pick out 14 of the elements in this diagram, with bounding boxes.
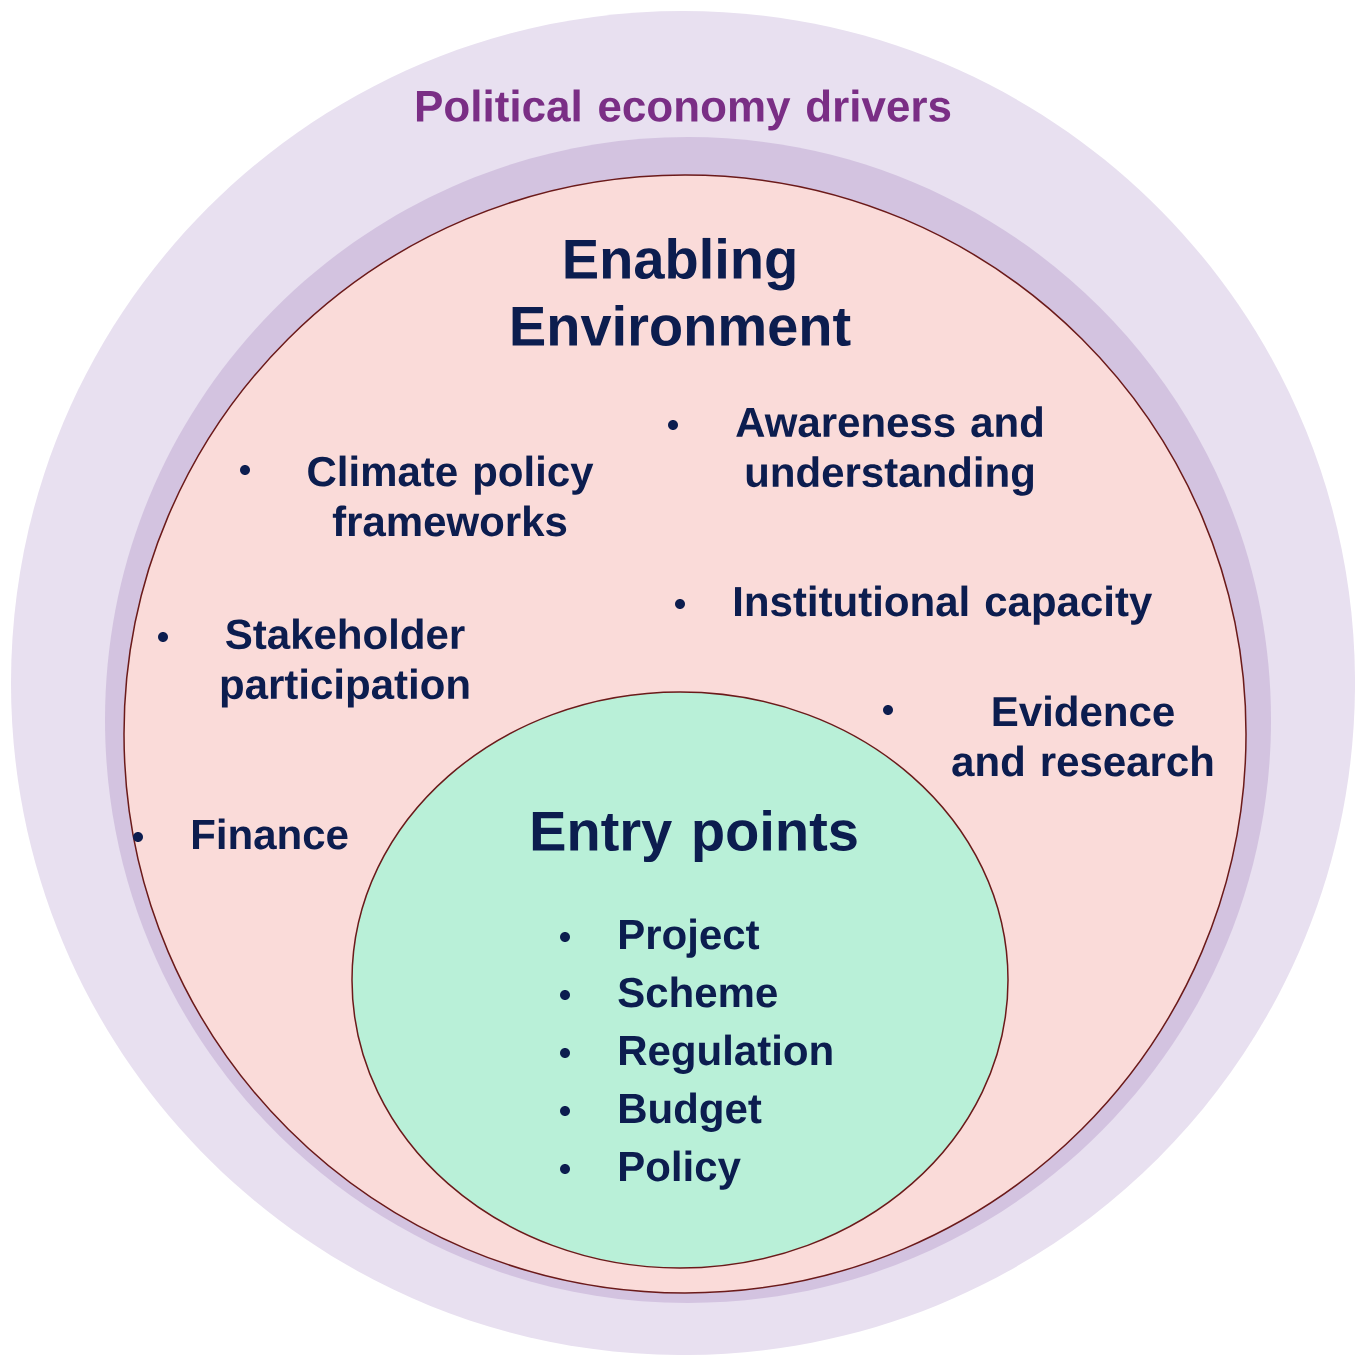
list-item: Project [620,918,760,958]
list-item: Climate policy frameworks [308,455,594,537]
list-item: Institutional capacity [735,585,1153,625]
list-item: Stakeholder participation [221,618,469,708]
heading: Enabling Environment [512,237,851,347]
heading: Entry points [532,809,857,863]
list-item: Awareness and understanding [736,406,1043,496]
list-item: Regulation [620,1034,832,1074]
list-item: Evidence and research [952,695,1213,777]
list-item: Scheme [618,976,777,1008]
list-item: Policy [620,1150,741,1190]
list-item: Budget [620,1092,762,1132]
list-item: Finance [193,818,348,850]
ring-label: Political economy drivers [416,89,951,131]
